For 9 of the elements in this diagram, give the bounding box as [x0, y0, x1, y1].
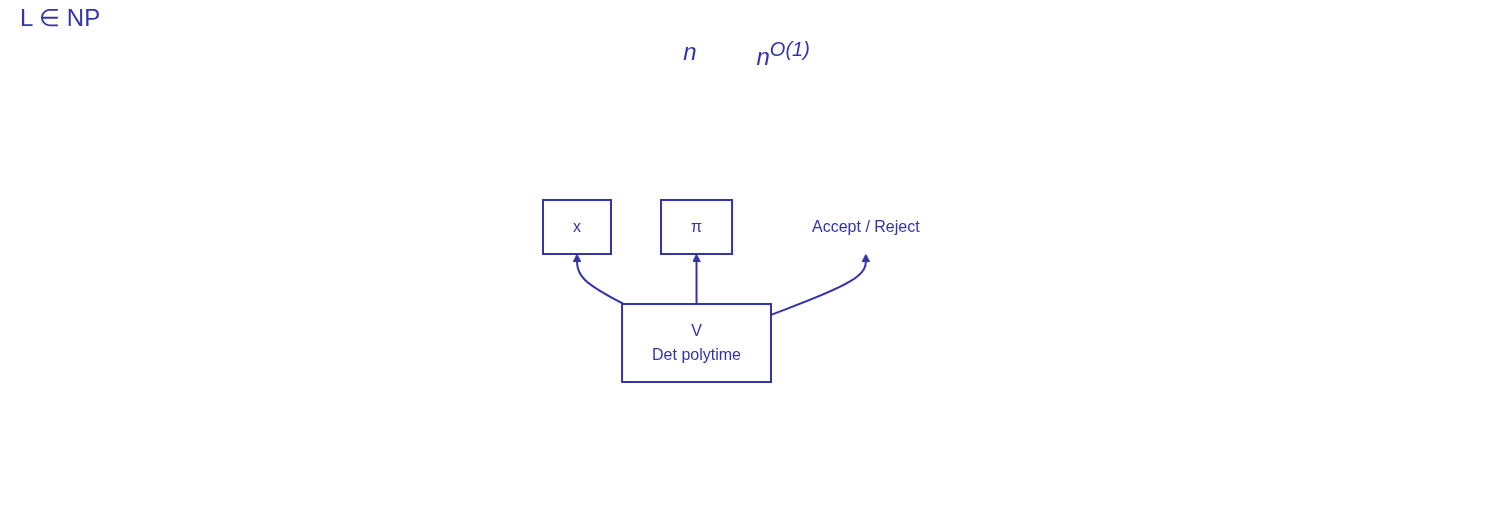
diagram-title: L ∈ NP — [19, 3, 102, 33]
node-text: Accept / Reject — [812, 218, 920, 235]
arrow — [572, 253, 625, 305]
node-box: π — [660, 199, 734, 255]
node-box: x — [542, 199, 613, 255]
arrow — [692, 253, 702, 305]
dimension-label: n — [683, 38, 697, 67]
dimension-label: n$^{O(1)}$ — [756, 38, 810, 71]
node-box: V Det polytime — [621, 303, 773, 383]
